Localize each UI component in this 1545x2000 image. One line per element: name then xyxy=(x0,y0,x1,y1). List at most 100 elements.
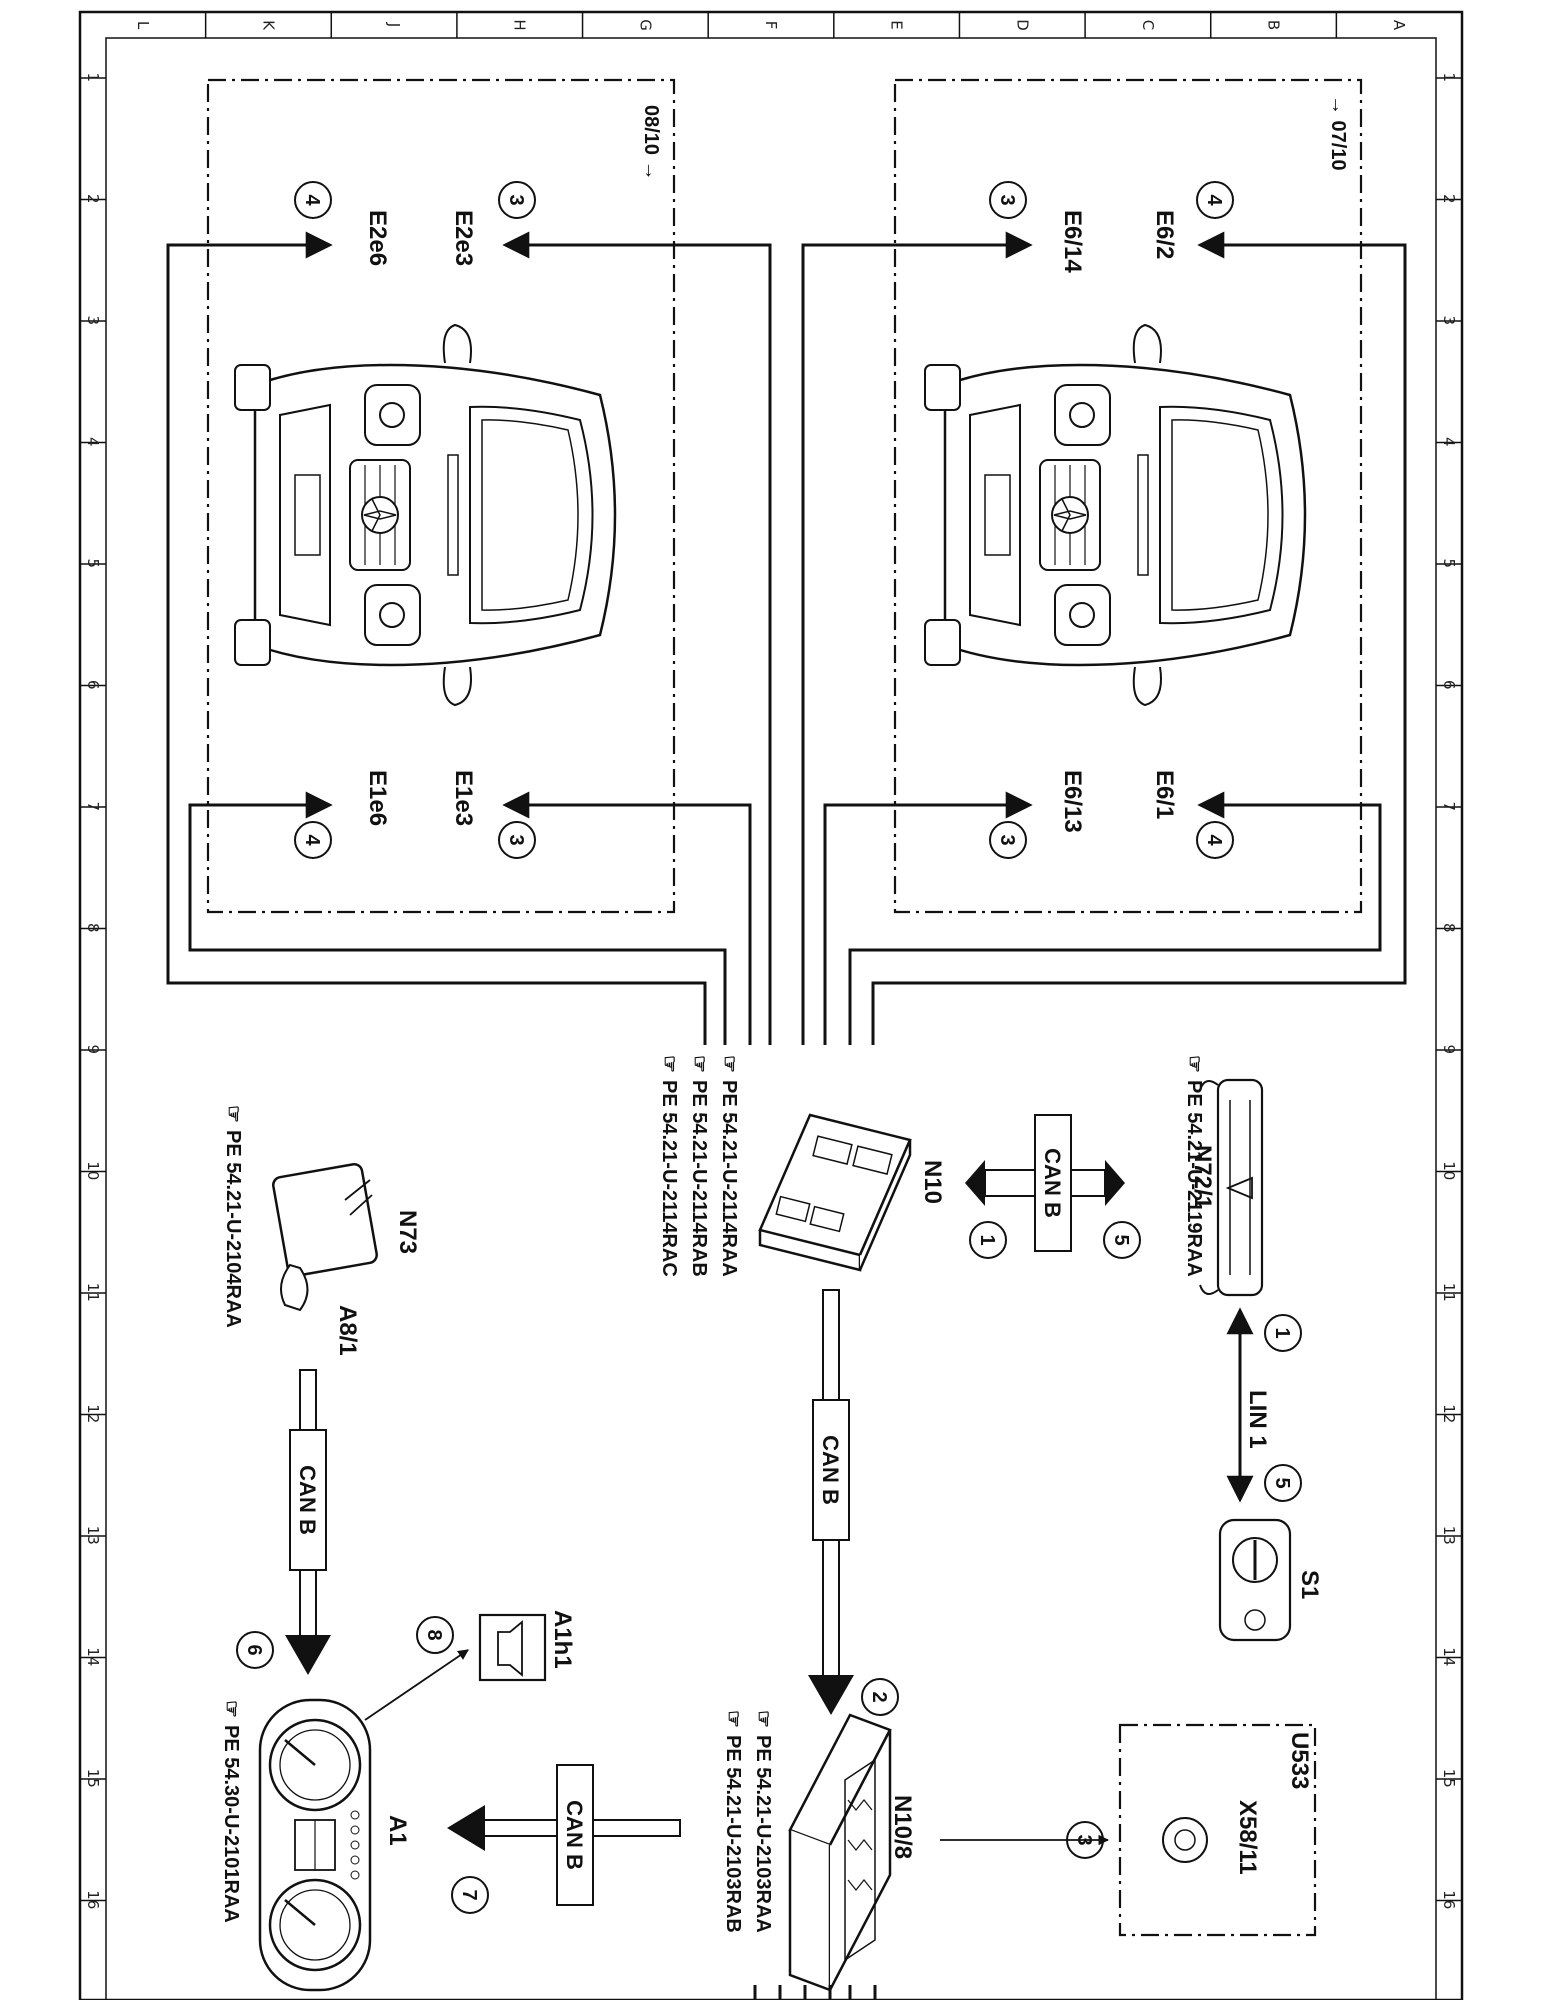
grid-row-number: 6 xyxy=(1440,680,1458,690)
svg-text:2: 2 xyxy=(868,1691,890,1702)
grid-row-number: 12 xyxy=(84,1404,102,1423)
svg-text:3: 3 xyxy=(996,194,1018,205)
label-n10-8: N10/8 xyxy=(889,1795,916,1859)
svg-text:5: 5 xyxy=(1110,1234,1132,1245)
circle-lin-a: 1 xyxy=(1264,1314,1302,1352)
label-n10: N10 xyxy=(919,1160,946,1204)
grid-row-number: 5 xyxy=(1440,558,1458,568)
wire-a1-to-a1h1 xyxy=(364,1649,469,1721)
label-e1e3: E1e3 xyxy=(450,770,477,826)
circle-e6-14: 3 xyxy=(989,181,1027,219)
svg-text:4: 4 xyxy=(301,194,323,206)
grid-letter: B xyxy=(1265,20,1283,30)
grid-row-number: 14 xyxy=(1440,1647,1458,1666)
grid-letter: L xyxy=(134,21,152,30)
ref-icon: ☞ xyxy=(752,1710,774,1728)
ref-icon: ☞ xyxy=(222,1105,244,1123)
grid-row-number: 3 xyxy=(1440,315,1458,325)
ref-icon: ☞ xyxy=(658,1055,680,1073)
wire-e6-14 xyxy=(801,231,1033,1045)
grid-row-number: 7 xyxy=(84,801,102,811)
grid-row-number: 14 xyxy=(84,1647,102,1666)
svg-text:4: 4 xyxy=(301,834,323,846)
continuation-stubs xyxy=(753,1985,877,2000)
grid-letter: D xyxy=(1013,19,1031,31)
car-front-lower xyxy=(923,323,1307,707)
can-b-bidirectional: CAN B xyxy=(965,1114,1125,1252)
grid-row-number: 12 xyxy=(1440,1404,1458,1423)
can-b-n73-to-a1: CAN B xyxy=(285,1369,331,1675)
n10-8-ref-2: PE 54.21-U-2103RAB xyxy=(722,1735,744,1933)
a1-instrument-cluster-icon xyxy=(258,1698,372,1992)
can-b-label-1: CAN B xyxy=(1040,1148,1065,1218)
svg-text:1: 1 xyxy=(976,1234,998,1245)
label-e6-13: E6/13 xyxy=(1059,770,1086,833)
u533-box xyxy=(1118,1723,1317,1937)
grid-row-number: 9 xyxy=(1440,1044,1458,1054)
grid-row-number: 2 xyxy=(84,194,102,204)
grid-row-number: 1 xyxy=(1440,72,1458,82)
ref-icon: ☞ xyxy=(688,1055,710,1073)
grid-row-number: 9 xyxy=(84,1044,102,1054)
circle-can-n73: 6 xyxy=(236,1631,274,1669)
label-e6-1: E6/1 xyxy=(1151,770,1178,819)
ref-icon: ☞ xyxy=(718,1055,740,1073)
n72-1-switch-panel xyxy=(1199,1078,1264,1297)
wire-e2e6 xyxy=(166,231,707,1045)
grid-letter: K xyxy=(259,20,277,31)
circle-can-in: 5 xyxy=(1103,1221,1141,1259)
car-front-upper xyxy=(233,323,617,707)
svg-text:4: 4 xyxy=(1203,834,1225,846)
grid-row-number: 15 xyxy=(1440,1769,1458,1788)
grid-row-number: 4 xyxy=(1440,437,1458,447)
grid-row-number: 4 xyxy=(84,437,102,447)
n10-8-module-icon xyxy=(788,1713,892,1992)
grid-row-number: 6 xyxy=(84,680,102,690)
n73-ref: PE 54.21-U-2104RAA xyxy=(222,1130,244,1328)
grid-letter: F xyxy=(762,21,780,30)
variant-label-upper: 08/10 → xyxy=(640,105,662,181)
svg-text:5: 5 xyxy=(1271,1477,1293,1488)
can-b-n10-8-to-a1: CAN B xyxy=(447,1764,681,1906)
n10-ref-2: PE 54.21-U-2114RAB xyxy=(688,1080,710,1277)
grid-letter: C xyxy=(1139,20,1157,30)
grid-row-number: 10 xyxy=(1440,1161,1458,1180)
label-a1h1: A1h1 xyxy=(549,1610,576,1669)
grid-row-number: 16 xyxy=(1440,1890,1458,1909)
svg-text:1: 1 xyxy=(1271,1327,1293,1338)
circle-e6-13: 3 xyxy=(989,821,1027,859)
label-n72-1: N72/1 xyxy=(1189,1145,1216,1209)
wire-e6-13 xyxy=(823,791,1033,1045)
outer-frame xyxy=(78,10,1464,2000)
lin-1-label: LIN 1 xyxy=(1244,1390,1271,1449)
circle-e2e6: 4 xyxy=(294,181,332,219)
grid-letter: A xyxy=(1390,20,1408,31)
grid-row-number: 11 xyxy=(1440,1283,1458,1302)
label-a1: A1 xyxy=(384,1815,411,1846)
grid-row-number: 13 xyxy=(84,1526,102,1545)
n10-ref-1: PE 54.21-U-2114RAA xyxy=(718,1080,740,1277)
circle-a1h1: 8 xyxy=(416,1616,454,1654)
can-b-label-3: CAN B xyxy=(295,1465,320,1535)
circle-a1: 7 xyxy=(451,1876,489,1914)
grid-row-number: 15 xyxy=(84,1769,102,1788)
svg-text:7: 7 xyxy=(458,1889,480,1900)
label-s1: S1 xyxy=(1296,1570,1323,1599)
wire-e2e3 xyxy=(502,231,772,1045)
label-e1e6: E1e6 xyxy=(364,770,391,826)
can-b-label-4: CAN B xyxy=(562,1800,587,1870)
grid-letter: E xyxy=(888,20,906,29)
grid-letter: H xyxy=(511,19,529,30)
hazard-warning-icon xyxy=(1225,1176,1253,1200)
variant-label-lower: → 07/10 xyxy=(1327,95,1349,171)
label-x58-11: X58/11 xyxy=(1234,1800,1261,1875)
grid-row-number: 13 xyxy=(1440,1526,1458,1545)
grid-row-number: 16 xyxy=(84,1890,102,1909)
n10-ref-3: PE 54.21-U-2114RAC xyxy=(658,1080,680,1277)
circle-n10-8: 2 xyxy=(861,1678,899,1716)
usb-socket-icon xyxy=(1162,1817,1208,1863)
svg-text:8: 8 xyxy=(423,1629,445,1640)
svg-text:3: 3 xyxy=(505,834,527,845)
